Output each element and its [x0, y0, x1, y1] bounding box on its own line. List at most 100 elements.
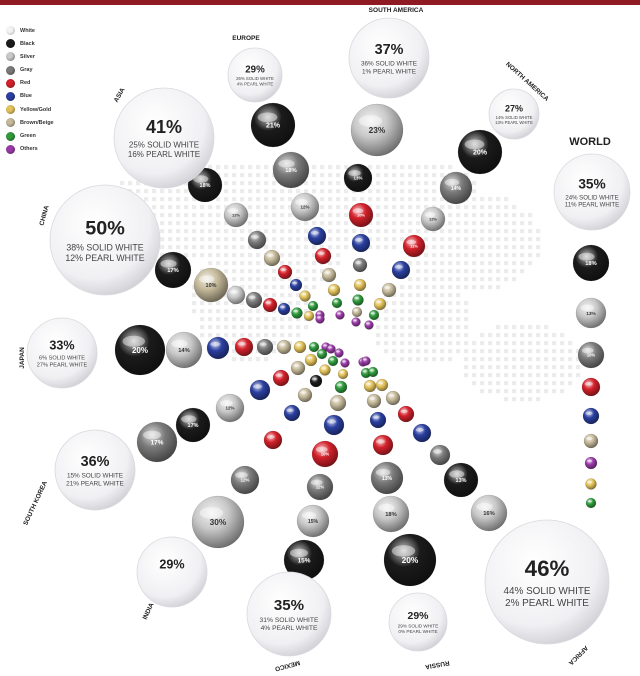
bubble-highlight: [310, 479, 323, 486]
color-bubble-label: 13%: [456, 478, 467, 484]
color-bubble: 14%: [439, 171, 473, 205]
legend-label: White: [20, 27, 35, 34]
color-bubble-circle: [369, 411, 387, 429]
color-bubble: [351, 306, 363, 318]
bubble-highlight: [341, 360, 346, 363]
solid-white-label: 25% SOLID WHITE: [129, 141, 199, 150]
bubble-highlight: [335, 350, 340, 353]
color-bubble-circle: [457, 129, 503, 175]
bubble-highlight: [376, 439, 385, 444]
solid-white-label: 14% SOLID WHITE: [496, 115, 533, 120]
color-bubble: [277, 302, 291, 316]
legend-item: Yellow/Gold: [6, 103, 96, 116]
color-bubble-label: 20%: [402, 555, 419, 565]
legend-item: Black: [6, 37, 96, 50]
bubble-highlight: [279, 343, 286, 347]
bubble-highlight: [266, 253, 274, 257]
bubble-highlight: [199, 507, 224, 519]
bubble-highlight: [365, 382, 372, 386]
legend-item: Gray: [6, 64, 96, 77]
white-total-label: 29%: [245, 64, 265, 75]
color-bubble-circle: [319, 364, 331, 376]
color-bubble-circle: [327, 355, 339, 367]
bubble-highlight: [237, 341, 246, 346]
color-bubble: 12%: [290, 192, 320, 222]
color-bubble: [375, 378, 389, 392]
color-bubble: 23%: [350, 103, 404, 157]
color-bubble-circle: [314, 247, 332, 265]
bubble-highlight: [322, 344, 327, 347]
bubble-highlight: [464, 139, 485, 150]
bubble-highlight: [295, 199, 308, 206]
color-bubble-label: 20%: [473, 150, 488, 157]
color-bubble: [226, 285, 246, 305]
color-bubble: 18%: [572, 244, 610, 282]
color-bubble: [368, 309, 380, 321]
color-bubble: 12%: [215, 393, 245, 423]
color-bubble-circle: [277, 264, 293, 280]
bubble-highlight: [210, 341, 221, 347]
pearl-white-label: 13% PEARL WHITE: [495, 120, 533, 125]
color-bubble-label: 14%: [451, 186, 462, 192]
bubble-highlight: [365, 322, 370, 325]
bubble-highlight: [280, 268, 287, 272]
bubble-highlight: [310, 230, 319, 235]
color-bubble: 11%: [402, 234, 426, 258]
bubble-highlight: [336, 383, 343, 387]
legend-label: Silver: [20, 53, 35, 60]
color-bubble-circle: [383, 533, 437, 587]
legend-swatch: [6, 26, 15, 35]
color-bubble: [293, 340, 307, 354]
bubble-highlight: [348, 170, 361, 177]
color-bubble-circle: [439, 171, 473, 205]
color-bubble: [584, 456, 598, 470]
color-bubble: [276, 339, 292, 355]
color-bubble-label: 14%: [178, 348, 190, 354]
color-bubble: [263, 249, 281, 267]
pearl-white-label: 4% PEARL WHITE: [237, 81, 274, 86]
bubble-highlight: [293, 364, 300, 368]
white-bubble-circle: [113, 87, 215, 189]
bubble-highlight: [406, 239, 417, 245]
color-bubble-circle: [397, 405, 415, 423]
bubble-highlight: [377, 381, 384, 385]
color-bubble-label: 10%: [321, 452, 330, 457]
color-bubble-circle: [368, 309, 380, 321]
color-bubble-circle: [351, 317, 361, 327]
color-bubble: [308, 341, 320, 353]
color-bubble-circle: [370, 461, 404, 495]
bubble-highlight: [318, 351, 323, 354]
color-bubble: [206, 336, 230, 360]
color-bubble: 18%: [272, 151, 310, 189]
white-total-label: 27%: [505, 103, 523, 113]
pearl-white-label: 21% PEARL WHITE: [66, 480, 124, 487]
legend-label: Black: [20, 40, 35, 47]
white-total-label: 46%: [525, 556, 570, 581]
legend-swatch: [6, 91, 15, 101]
bubble-highlight: [300, 391, 307, 395]
bubble-highlight: [332, 398, 340, 402]
bubble-highlight: [476, 502, 493, 511]
legend-label: Yellow/Gold: [20, 106, 52, 113]
color-bubble: [307, 300, 319, 312]
color-bubble-label: 13%: [586, 311, 596, 317]
bubble-highlight: [257, 112, 278, 123]
pearl-white-label: 12% PEARL WHITE: [65, 253, 144, 263]
color-bubble-circle: [375, 378, 389, 392]
color-bubble-circle: [575, 297, 607, 329]
color-bubble-circle: [577, 341, 605, 369]
color-bubble: [234, 337, 254, 357]
color-bubble: [385, 390, 401, 406]
white-bubble-circle: [553, 153, 631, 231]
bubble-highlight: [424, 212, 436, 218]
color-bubble-circle: [351, 233, 371, 253]
bubble-highlight: [309, 303, 314, 306]
color-bubble-circle: [361, 356, 371, 366]
